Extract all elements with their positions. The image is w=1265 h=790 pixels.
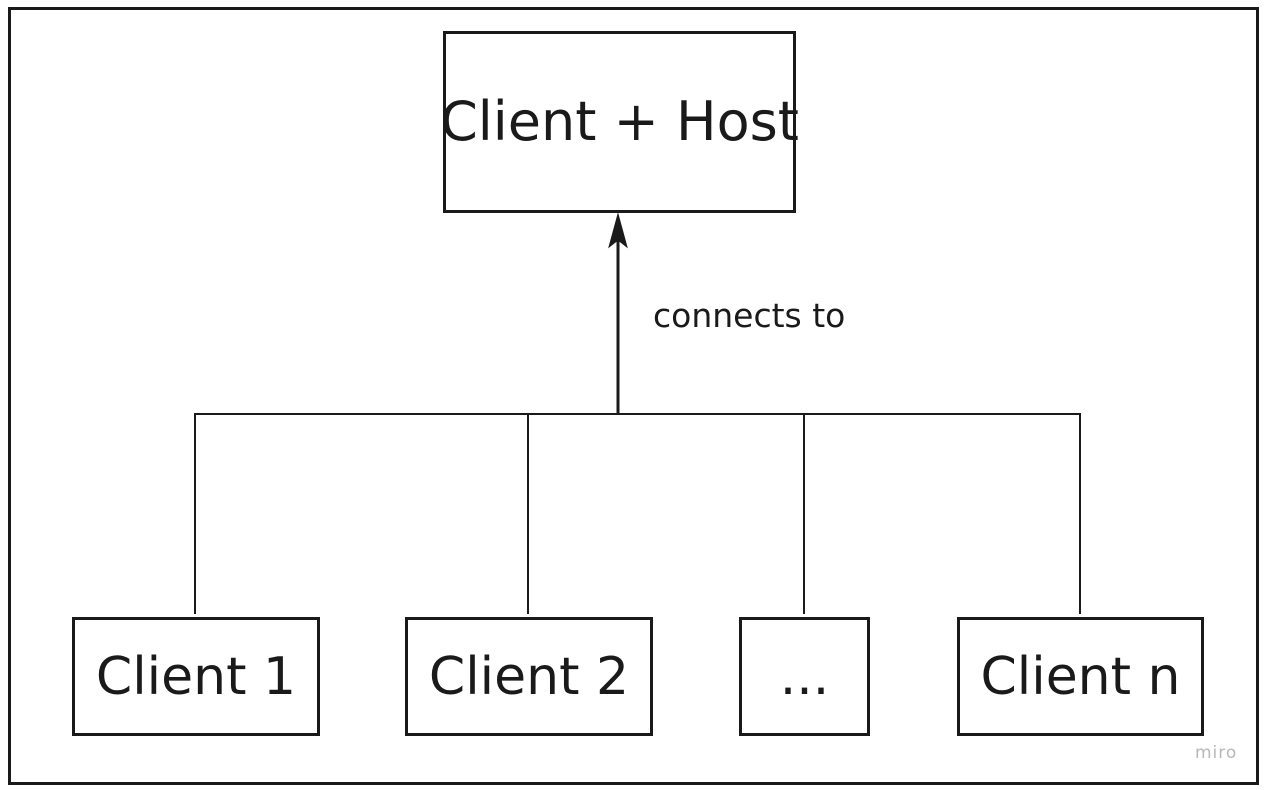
client-node-2: Client 2 xyxy=(405,617,653,736)
client-node-1: Client 1 xyxy=(72,617,320,736)
miro-watermark: miro xyxy=(1195,743,1238,763)
edge-label-connects-to: connects to xyxy=(653,296,846,335)
client-node-label: Client 1 xyxy=(95,646,297,707)
client-node-ellipsis: ... xyxy=(739,617,870,736)
client-node-label: ... xyxy=(779,646,830,707)
client-node-label: Client 2 xyxy=(428,646,630,707)
arrowhead-icon xyxy=(608,212,628,249)
client-node-n: Client n xyxy=(957,617,1204,736)
host-node-label: Client + Host xyxy=(440,90,799,153)
diagram-frame xyxy=(8,7,1259,785)
host-node: Client + Host xyxy=(440,31,799,213)
client-node-label: Client n xyxy=(980,646,1181,707)
